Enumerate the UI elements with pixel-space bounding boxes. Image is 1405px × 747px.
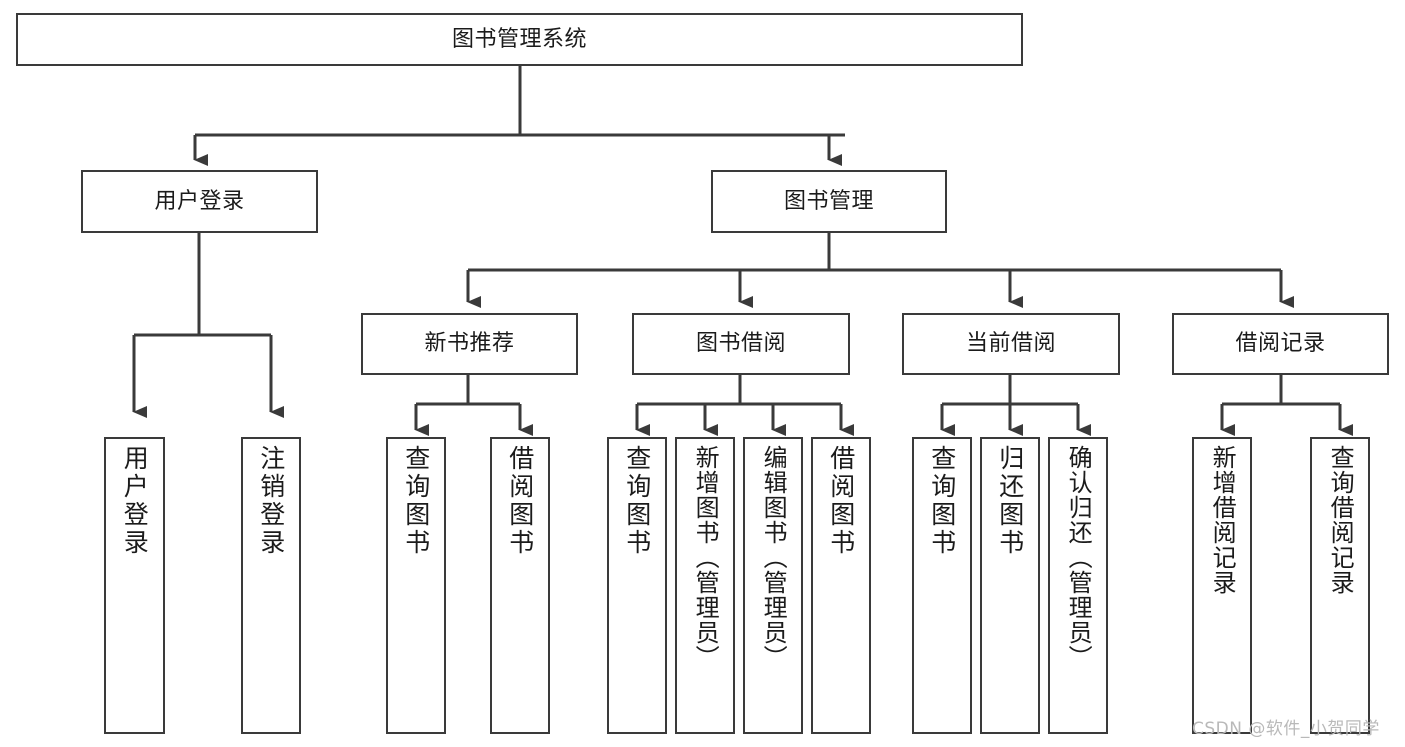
node-label: 用户登录 — [154, 188, 245, 214]
leaf-book-borrow-3[interactable]: 借阅图书 — [811, 437, 871, 734]
node-book-borrow[interactable]: 图书借阅 — [632, 313, 850, 375]
node-book-management[interactable]: 图书管理 — [711, 170, 947, 233]
node-label: 查询图书 — [927, 445, 957, 557]
node-label: 归还图书 — [995, 445, 1025, 557]
leaf-current-borrow-1[interactable]: 归还图书 — [980, 437, 1040, 734]
node-borrow-record[interactable]: 借阅记录 — [1172, 313, 1389, 375]
node-label: 图书借阅 — [695, 331, 786, 357]
leaf-book-borrow-2[interactable]: 编辑图书（管理员） — [743, 437, 803, 734]
node-label: 查询图书 — [401, 445, 431, 557]
node-label: 当前借阅 — [965, 331, 1056, 357]
leaf-user-login-0[interactable]: 用户登录 — [104, 437, 165, 734]
leaf-borrow-record-0[interactable]: 新增借阅记录 — [1192, 437, 1252, 734]
leaf-new-book-recommend-0[interactable]: 查询图书 — [386, 437, 446, 734]
node-label: 新书推荐 — [424, 331, 515, 357]
node-label: 借阅图书 — [505, 445, 535, 557]
leaf-borrow-record-1[interactable]: 查询借阅记录 — [1310, 437, 1370, 734]
node-label: 新增借阅记录 — [1208, 445, 1237, 595]
node-label: 查询图书 — [622, 445, 652, 557]
leaf-new-book-recommend-1[interactable]: 借阅图书 — [490, 437, 550, 734]
node-label: 注销登录 — [256, 445, 286, 557]
node-label: 借阅记录 — [1235, 331, 1326, 357]
watermark-text: CSDN @软件_小贺同学 — [1192, 719, 1380, 739]
node-label: 查询借阅记录 — [1326, 445, 1355, 595]
node-label: 图书管理系统 — [451, 26, 587, 52]
node-root-book-management-system[interactable]: 图书管理系统 — [16, 13, 1023, 66]
node-current-borrow[interactable]: 当前借阅 — [902, 313, 1120, 375]
node-label: 借阅图书 — [826, 445, 856, 557]
leaf-current-borrow-2[interactable]: 确认归还（管理员） — [1048, 437, 1108, 734]
node-user-login[interactable]: 用户登录 — [81, 170, 318, 233]
node-label: 编辑图书（管理员） — [759, 445, 788, 670]
node-label: 图书管理 — [783, 188, 874, 214]
leaf-book-borrow-0[interactable]: 查询图书 — [607, 437, 667, 734]
leaf-current-borrow-0[interactable]: 查询图书 — [912, 437, 972, 734]
node-new-book-recommend[interactable]: 新书推荐 — [361, 313, 578, 375]
node-label: 确认归还（管理员） — [1064, 445, 1093, 670]
node-label: 用户登录 — [120, 445, 150, 557]
leaf-user-login-1[interactable]: 注销登录 — [241, 437, 301, 734]
node-label: 新增图书（管理员） — [691, 445, 720, 670]
leaf-book-borrow-1[interactable]: 新增图书（管理员） — [675, 437, 735, 734]
